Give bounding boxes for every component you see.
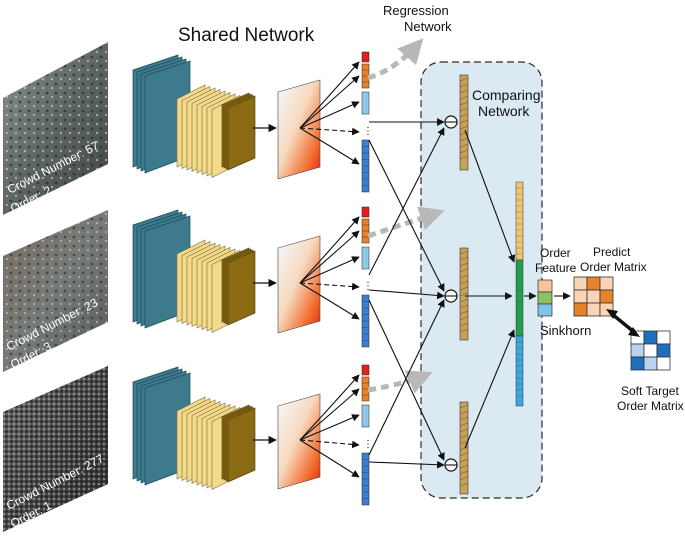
fan-arrows-3 [299,374,360,478]
network-stack-1 [132,54,256,178]
matrix-cell [656,356,671,371]
matrix-cell [586,289,601,304]
crowd-image-3: Crowd Number: 277 Order: 1 [3,366,108,532]
soft-target-label-1: Soft Target [621,384,679,398]
concatenated-feature [515,181,524,407]
svg-text:⋮: ⋮ [363,281,373,292]
regression-arrow-3 [367,370,433,394]
regression-arrow-2 [367,206,445,239]
matrix-cell [643,330,658,345]
matrix-cell [599,276,614,291]
feature-vector-2: ⋮ [361,206,373,348]
matrix-cell [586,302,601,317]
order-feature [537,279,553,317]
regression-arrow-1 [367,38,424,81]
comparing-nodes [444,115,458,472]
network-stack-3 [132,366,256,490]
svg-text:⋮: ⋮ [363,126,373,137]
matrix-cell [599,289,614,304]
crowd-image-1: Crowd Number: 57 Order: 2 [3,42,108,216]
matrix-cell [630,343,645,358]
comparing-column-1 [459,74,469,171]
crowd-image-2: Crowd Number: 23 Order: 3 [3,210,108,372]
predict-matrix-label-2: Order Matrix [580,260,647,274]
matrix-cell [586,276,601,291]
fan-arrows-1 [299,61,360,165]
comparing-column-3 [459,401,469,495]
comparing-column-2 [459,247,469,341]
matrix-cell [643,356,658,371]
comparing-network-label-2: Network [478,103,530,119]
network-stack-2 [132,209,256,333]
fan-out-arrows [299,61,360,478]
soft-target-label-2: Order Matrix [617,399,684,413]
regression-arrows [367,38,445,394]
comparison-connections [368,118,445,469]
order-feature-label-2: Feature [535,261,577,275]
matrix-cell [573,276,588,291]
matrix-cell [643,343,658,358]
shared-network-stacks [132,54,256,490]
shared-network-label: Shared Network [178,25,315,46]
sinkhorn-label: Sinkhorn [540,323,591,338]
fan-arrows-2 [299,216,360,320]
svg-text:⋮: ⋮ [363,439,373,450]
density-map-2 [277,235,321,334]
concat-arrows [464,129,516,449]
predict-matrix-label-1: Predict [593,245,631,259]
matrix-cell [656,343,671,358]
matrix-cell [656,330,671,345]
comparing-columns [459,74,469,495]
feature-vector-1: ⋮ [361,51,373,193]
regression-network-label-1: Regression [383,3,449,18]
loss-double-arrow [606,309,640,337]
density-map-3 [277,393,321,490]
feature-vectors: ⋮ ⋮ ⋮ [361,51,373,506]
stack-to-map-arrows [253,123,277,445]
order-feature-label-1: Order [540,246,571,260]
regression-network-label-2: Network [404,19,452,34]
matrix-cell [573,289,588,304]
density-map-1 [277,79,321,180]
soft-target-order-matrix [630,330,671,371]
matrix-cell [573,302,588,317]
density-maps [277,79,321,490]
feature-vector-3: ⋮ [361,364,373,506]
comparing-network-label-1: Comparing [472,87,540,103]
matrix-cell [630,356,645,371]
